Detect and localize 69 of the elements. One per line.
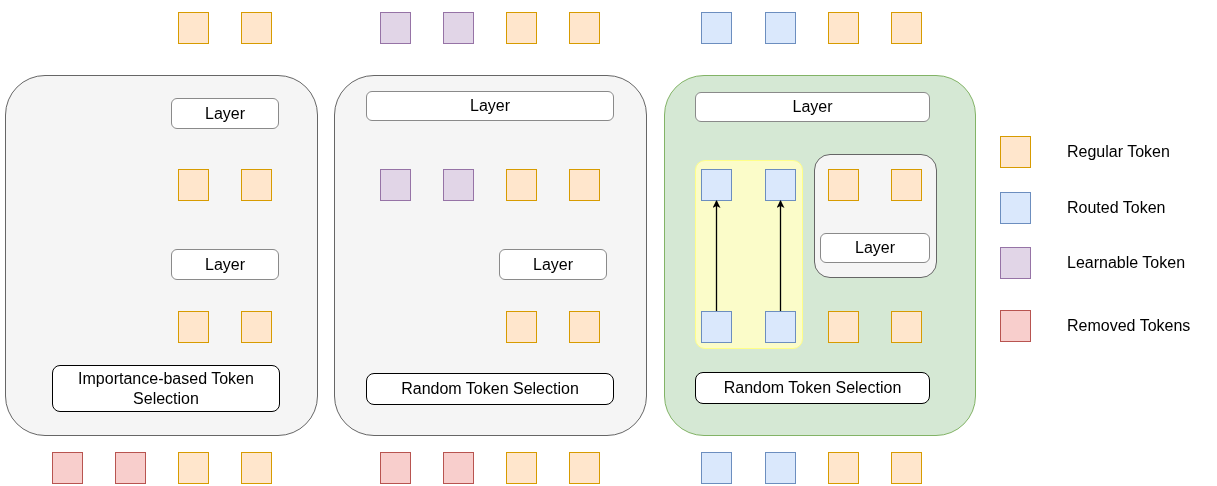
legend-label: Learnable Token [1067,253,1186,273]
legend-label: Removed Tokens [1067,316,1191,336]
panel-background [5,75,318,436]
token-square [701,169,732,201]
layer-box [820,233,930,263]
token-square [241,12,272,44]
token-square [506,12,537,44]
token-square [443,12,474,44]
token-square [506,452,537,484]
arrow [712,200,721,312]
token-square [380,12,411,44]
box-label: Layer [792,97,833,117]
token-square [506,169,537,201]
selection-box [366,373,614,405]
token-square [891,452,922,484]
panel-background [334,75,647,436]
box-label: Layer [533,254,573,275]
token-square [380,169,411,201]
token-square [443,169,474,201]
token-square [828,12,859,44]
token-square [569,169,600,201]
token-square [569,12,600,44]
token-square [241,452,272,484]
layer-box [366,91,614,121]
token-square [52,452,83,484]
box-label: Importance-based Token Selection [77,368,255,409]
token-square [701,311,732,343]
token-square [506,311,537,343]
token-square [443,452,474,484]
selection-box [695,372,930,404]
box-label: Layer [470,96,510,116]
subpanel-background [814,154,937,278]
token-square [178,12,209,44]
arrow [776,200,785,312]
legend-label: Routed Token [1067,198,1166,218]
box-label: Random Token Selection [723,378,902,398]
token-square [178,169,209,201]
token-square [701,12,732,44]
box-label: Layer [205,103,245,124]
layer-box [171,98,279,129]
layer-box [695,92,930,122]
token-square [380,452,411,484]
token-square [891,12,922,44]
token-square [569,311,600,343]
token-square [241,169,272,201]
token-square [178,311,209,343]
box-label: Layer [855,238,895,258]
layer-box [499,249,607,280]
token-square [828,169,859,201]
token-square [569,452,600,484]
token-square [828,311,859,343]
token-square [241,311,272,343]
token-square [765,12,796,44]
box-label: Random Token Selection [401,379,579,399]
legend-label: Regular Token [1067,142,1170,162]
token-square [891,311,922,343]
token-square [891,169,922,201]
token-square [701,452,732,484]
token-square [765,169,796,201]
layer-box [171,249,279,280]
token-square [765,452,796,484]
token-square [765,311,796,343]
panel-background [664,75,976,436]
token-square [115,452,146,484]
token-square [828,452,859,484]
token-square [178,452,209,484]
selection-box [52,365,280,412]
box-label: Layer [205,254,245,275]
routing-area [695,160,803,349]
